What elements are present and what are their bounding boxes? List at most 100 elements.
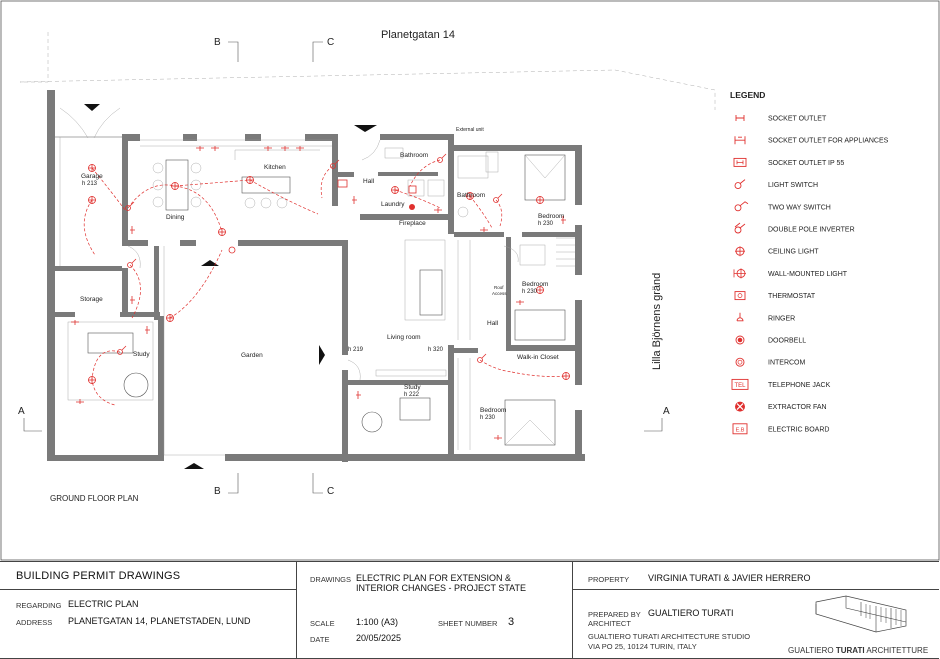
socket-ip55-icon (733, 157, 747, 167)
legend-item: SOCKET OUTLET FOR APPLIANCES (734, 136, 889, 145)
property-line (19, 32, 716, 110)
room-laundry: Laundry (381, 201, 405, 208)
electric-board-icon: E.B (732, 423, 748, 435)
two-way-switch-icon (734, 201, 749, 212)
legend-item: INTERCOM (735, 357, 806, 367)
room-garden: Garden (241, 352, 263, 359)
room-dining: Dining (166, 214, 185, 221)
legend-item: TEL TELEPHONE JACK (731, 378, 831, 390)
label-roof-access-1: Roof (494, 285, 504, 290)
studio-address: VIA PO 25, 10124 TURIN, ITALY (588, 642, 697, 651)
extractor-fan-icon (735, 401, 745, 412)
legend-item: SOCKET OUTLET (735, 115, 827, 123)
room-hall-top: Hall (363, 178, 375, 185)
regarding-label: REGARDING (16, 601, 62, 610)
legend-title: LEGEND (730, 90, 765, 100)
legend-item: LIGHT SWITCH (734, 179, 818, 190)
property-value: VIRGINIA TURATI & JAVIER HERRERO (648, 573, 811, 583)
ceiling-light-icon (735, 246, 745, 257)
room-kitchen: Kitchen (264, 164, 286, 171)
studio-logo (815, 595, 907, 633)
legend-item-label: TELEPHONE JACK (768, 382, 831, 389)
telephone-jack-icon: TEL (731, 378, 749, 390)
light-switch-icon (734, 179, 746, 190)
heading: BUILDING PERMIT DRAWINGS (16, 570, 181, 582)
wall-light-icon (733, 268, 746, 279)
legend: LEGEND SOCKET OUTLET SOCKET OUTLET FOR AP… (730, 90, 889, 435)
legend-item-label: SOCKET OUTLET FOR APPLIANCES (768, 138, 889, 145)
legend-item-label: DOORBELL (768, 338, 806, 345)
svg-text:C: C (327, 486, 334, 497)
date-value: 20/05/2025 (356, 633, 402, 643)
room-fireplace: Fireplace (399, 220, 426, 227)
room-bedroom-3: Bedroom (480, 407, 506, 414)
room-storage: Storage (80, 296, 103, 303)
room-study-mid: Study (404, 384, 421, 391)
drawings-value-1: ELECTRIC PLAN FOR EXTENSION & (356, 573, 512, 583)
entrance-arrow-living (319, 345, 325, 365)
svg-text:A: A (663, 406, 670, 417)
label-h320: h 320 (428, 347, 444, 353)
svg-text:C: C (327, 37, 334, 48)
room-bedroom-1: Bedroom (538, 213, 564, 220)
entrance-arrow-hall (354, 125, 377, 132)
section-marker-c-bottom: C (312, 473, 334, 497)
double-pole-inverter-icon (734, 222, 746, 234)
room-study-left: Study (133, 351, 150, 358)
room-garage-height: h 213 (82, 181, 98, 187)
sheet-label: SHEET NUMBER (438, 619, 498, 628)
room-labels: Garage h 213 Storage Study Dining Kitche… (80, 127, 564, 421)
legend-item: EXTRACTOR FAN (735, 401, 827, 412)
floor-plan-drawing: Planetgatan 14 Lilla Björnens gränd B C … (0, 0, 940, 561)
date-label: DATE (310, 635, 330, 644)
prepared-label: PREPARED BY (588, 610, 641, 619)
legend-item-label: DOUBLE POLE INVERTER (768, 227, 855, 234)
drawings-value-2: INTERIOR CHANGES - PROJECT STATE (356, 583, 527, 593)
section-marker-a-right: A (644, 406, 670, 432)
svg-text:A: A (18, 406, 25, 417)
intercom-icon (735, 357, 745, 367)
room-bedroom-2-height: h 230 (522, 289, 538, 295)
property-label: PROPERTY (588, 575, 630, 584)
legend-item-label: RINGER (768, 315, 795, 322)
legend-item-label: THERMOSTAT (768, 293, 816, 300)
legend-item: THERMOSTAT (734, 291, 816, 300)
electrical-layer (71, 146, 570, 440)
svg-text:TEL: TEL (734, 383, 746, 389)
room-bedroom-2: Bedroom (522, 281, 548, 288)
legend-item-label: INTERCOM (768, 360, 806, 367)
section-marker-b-bottom: B (214, 473, 239, 497)
section-marker-c-top: C (312, 37, 334, 62)
section-marker-a-left: A (18, 406, 42, 432)
scale-label: SCALE (310, 619, 335, 628)
studio-name: GUALTIERO TURATI ARCHITECTURE STUDIO (588, 632, 751, 641)
svg-text:B: B (214, 37, 221, 48)
legend-item-label: LIGHT SWITCH (768, 182, 818, 189)
room-living: Living room (387, 334, 421, 341)
drawings-label: DRAWINGS (310, 575, 351, 584)
legend-item: RINGER (736, 312, 795, 322)
prepared-value: GUALTIERO TURATI (648, 608, 734, 618)
architect-label: ARCHITECT (588, 619, 631, 628)
label-roof-access-2: Access (492, 291, 507, 296)
entrance-arrow-garden (201, 260, 219, 266)
street-label-top: Planetgatan 14 (381, 29, 455, 41)
socket-appliance-icon (734, 136, 746, 145)
label-external-unit: External unit (456, 127, 484, 133)
legend-item: DOORBELL (735, 335, 806, 345)
title-block: BUILDING PERMIT DRAWINGS REGARDING ELECT… (0, 561, 939, 659)
svg-text:E.B: E.B (736, 427, 745, 433)
legend-item-label: SOCKET OUTLET IP 55 (768, 160, 844, 167)
ringer-icon (736, 312, 744, 322)
legend-item-label: EXTRACTOR FAN (768, 404, 827, 411)
legend-item-label: WALL-MOUNTED LIGHT (768, 271, 848, 278)
legend-item: WALL-MOUNTED LIGHT (733, 268, 848, 279)
legend-item-label: TWO WAY SWITCH (768, 204, 831, 211)
legend-item: CEILING LIGHT (735, 246, 819, 257)
label-h219: h 219 (348, 347, 364, 353)
room-garage: Garage (81, 173, 103, 180)
legend-item-label: CEILING LIGHT (768, 249, 819, 256)
walls (47, 90, 585, 462)
legend-item-label: ELECTRIC BOARD (768, 426, 829, 433)
legend-item: DOUBLE POLE INVERTER (734, 222, 855, 234)
